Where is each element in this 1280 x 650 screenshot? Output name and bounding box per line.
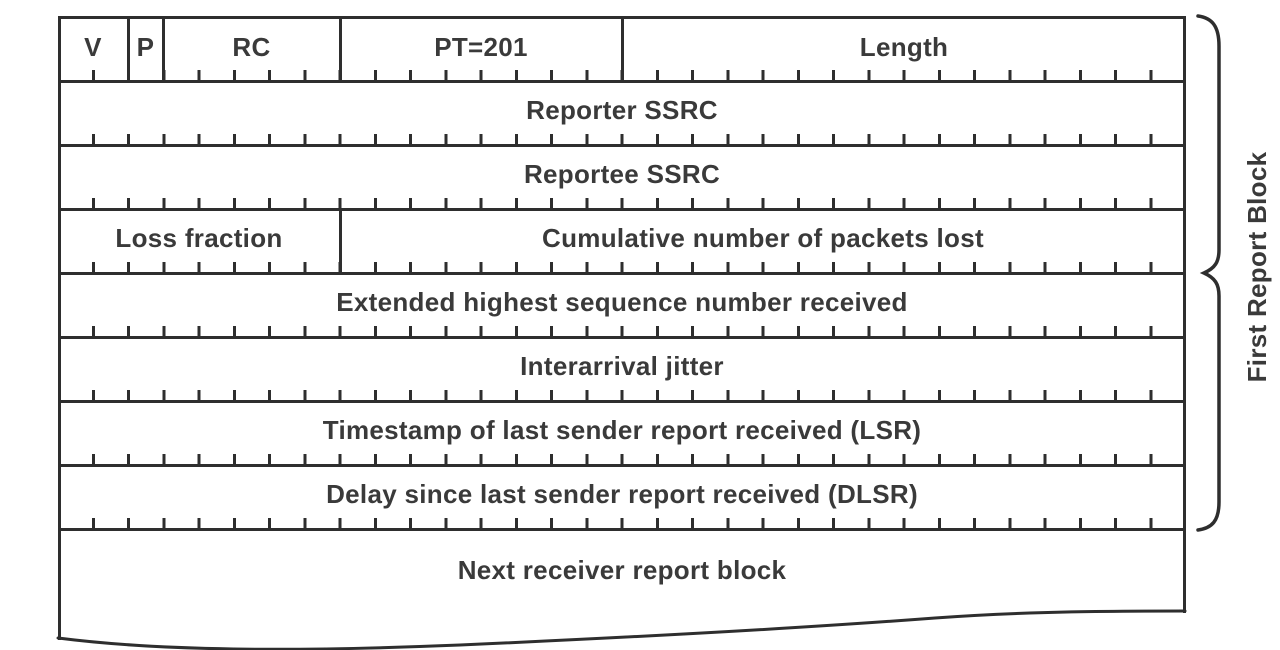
bit-ticks xyxy=(58,134,1186,144)
row-separator xyxy=(58,464,1186,467)
field-version: V xyxy=(84,31,102,62)
first-report-block-brace xyxy=(1196,14,1221,532)
row-separator xyxy=(58,208,1186,211)
bit-ticks xyxy=(58,518,1186,528)
bit-ticks xyxy=(58,326,1186,336)
field-reportee-ssrc: Reportee SSRC xyxy=(523,158,721,189)
torn-edge xyxy=(56,609,1187,650)
field-divider-v-p xyxy=(127,16,130,83)
row-separator xyxy=(58,144,1186,147)
field-lsr: Timestamp of last sender report received… xyxy=(322,414,922,445)
field-divider-p-rc xyxy=(162,16,165,83)
bit-ticks xyxy=(58,454,1186,464)
field-payload-type: PT=201 xyxy=(434,31,528,62)
field-dlsr: Delay since last sender report received … xyxy=(326,478,918,509)
bit-ticks xyxy=(58,198,1186,208)
row-separator xyxy=(58,272,1186,275)
field-padding: P xyxy=(136,31,155,62)
row-separator xyxy=(58,400,1186,403)
row-separator xyxy=(58,336,1186,339)
bit-ticks xyxy=(58,262,1186,272)
field-report-count: RC xyxy=(232,31,271,62)
field-loss-fraction: Loss fraction xyxy=(115,222,283,253)
first-report-block-label: First Report Block xyxy=(1241,151,1272,383)
field-interarrival-jitter: Interarrival jitter xyxy=(520,350,724,381)
field-divider-pt-length xyxy=(621,16,624,83)
row-separator xyxy=(58,528,1186,531)
field-cumulative-packets-lost: Cumulative number of packets lost xyxy=(542,222,984,253)
bit-ticks xyxy=(58,390,1186,400)
field-divider-loss-cumulative xyxy=(339,208,342,275)
field-next-report-block: Next receiver report block xyxy=(457,554,787,585)
box-border-right xyxy=(1183,16,1186,613)
field-extended-highest-seq: Extended highest sequence number receive… xyxy=(336,286,908,317)
field-reporter-ssrc: Reporter SSRC xyxy=(526,94,718,125)
field-divider-rc-pt xyxy=(339,16,342,83)
field-length: Length xyxy=(859,31,949,62)
